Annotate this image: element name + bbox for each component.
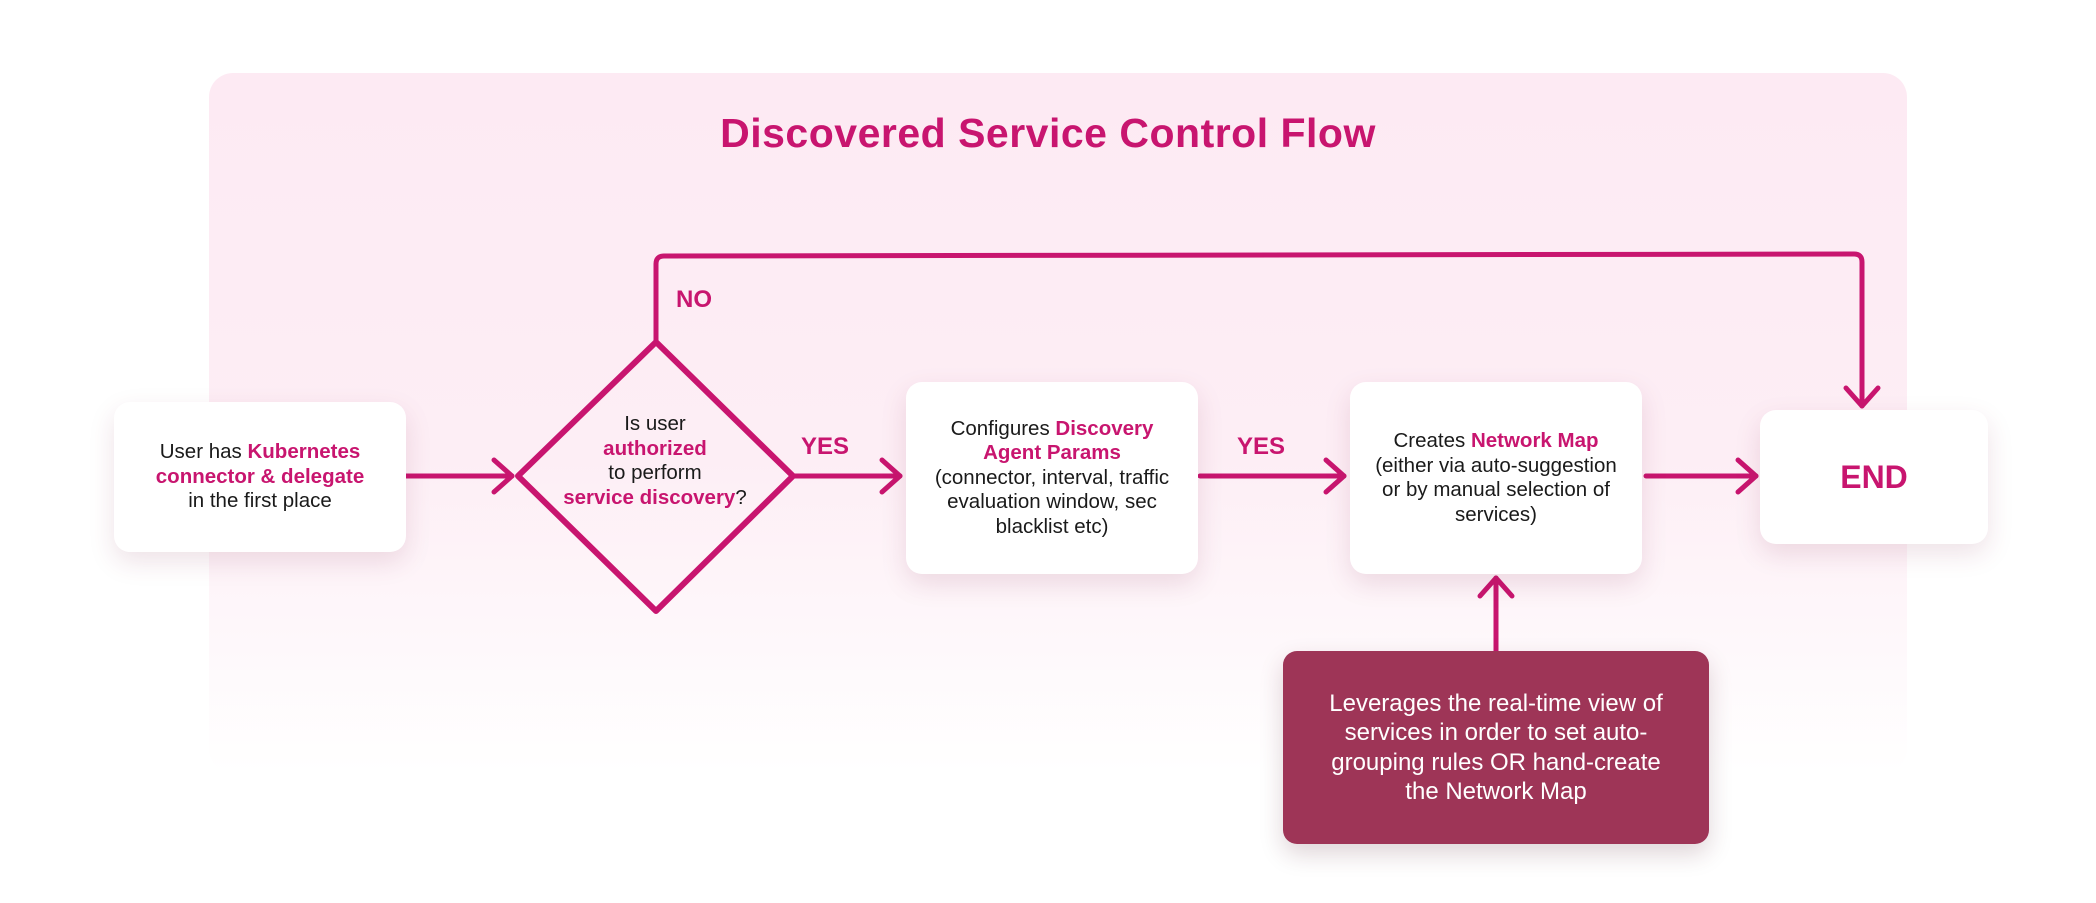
note-text: Leverages the real-time view of services… bbox=[1329, 689, 1663, 806]
node-decision-highlight1: authorized bbox=[603, 436, 707, 460]
edge-label-no: NO bbox=[676, 286, 712, 313]
diagram-title: Discovered Service Control Flow bbox=[720, 110, 1376, 156]
arrowhead-configure-to-create bbox=[1323, 457, 1347, 495]
arrowhead-note-to-create bbox=[1477, 575, 1515, 599]
node-create: Creates Network Map (either via auto-sug… bbox=[1350, 382, 1642, 574]
node-create-highlight: Network Map bbox=[1470, 429, 1599, 452]
arrow-no-loop bbox=[653, 251, 1865, 409]
node-start: User has Kubernetes connector & delegate… bbox=[114, 402, 406, 552]
node-decision-line1: Is user bbox=[624, 412, 686, 435]
node-end-label: END bbox=[1840, 458, 1908, 495]
node-decision-post: ? bbox=[735, 485, 747, 509]
arrowhead-start-to-decision bbox=[491, 457, 515, 495]
node-configure-highlight: Discovery Agent Params bbox=[983, 416, 1154, 465]
node-decision-line2: to perform bbox=[608, 461, 702, 484]
node-start-text-post: in the first place bbox=[188, 489, 332, 513]
edge-label-yes-2: YES bbox=[1237, 433, 1286, 460]
node-decision-highlight2: service discovery bbox=[563, 485, 736, 509]
node-decision: Is user authorized to perform service di… bbox=[545, 412, 765, 510]
node-start-highlight: Kubernetes connector & delegate bbox=[155, 440, 365, 488]
note-box: Leverages the real-time view of services… bbox=[1283, 651, 1709, 844]
arrowhead-create-to-end bbox=[1735, 457, 1759, 495]
edge-label-yes-1: YES bbox=[801, 433, 850, 460]
arrowhead-no-loop bbox=[1843, 385, 1881, 409]
node-end: END bbox=[1760, 410, 1988, 544]
node-configure-text-post: (connector, interval, traffic evaluation… bbox=[934, 465, 1170, 538]
node-create-text-post: (either via auto-suggestion or by manual… bbox=[1375, 453, 1617, 526]
arrowhead-decision-to-configure bbox=[879, 457, 903, 495]
node-configure-text: Configures bbox=[950, 416, 1056, 440]
decision-diamond bbox=[515, 339, 796, 614]
node-configure: Configures Discovery Agent Params (conne… bbox=[906, 382, 1198, 574]
node-create-text: Creates bbox=[1393, 429, 1471, 452]
node-start-text: User has bbox=[159, 440, 248, 464]
